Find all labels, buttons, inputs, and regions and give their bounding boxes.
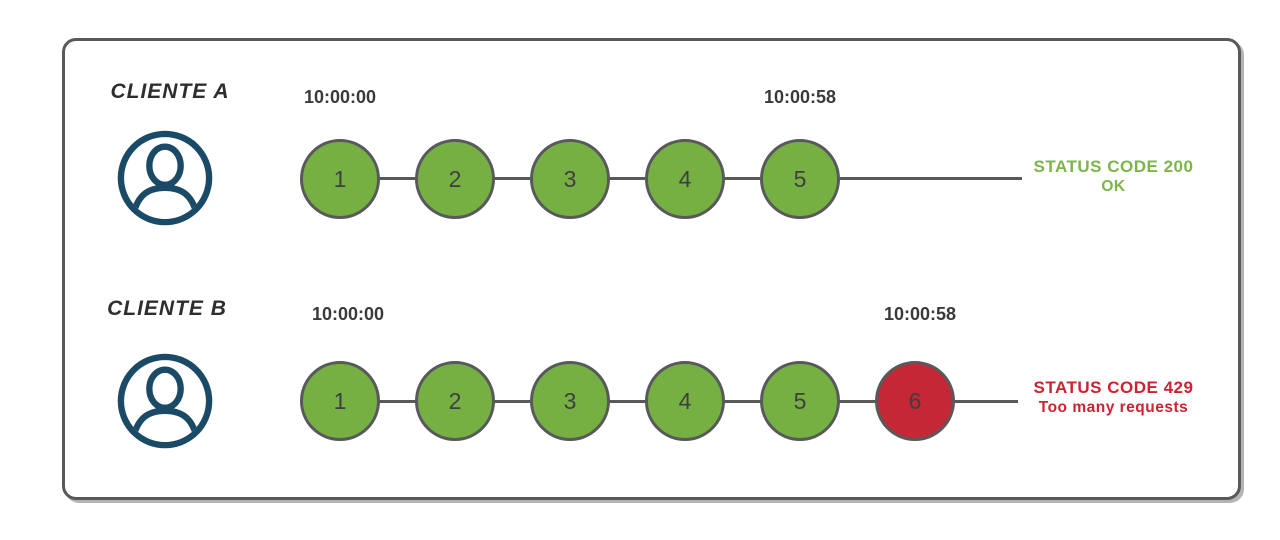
user-avatar-icon bbox=[116, 129, 214, 227]
request-circle-ok: 3 bbox=[530, 361, 610, 441]
client-b-start-time: 10:00:00 bbox=[311, 304, 385, 324]
status-code-200: STATUS CODE 200 OK bbox=[1026, 157, 1201, 196]
request-circle-ok: 2 bbox=[415, 139, 495, 219]
request-circle-ok: 5 bbox=[760, 361, 840, 441]
client-b-end-time: 10:00:58 bbox=[883, 304, 957, 324]
request-circle-ok: 2 bbox=[415, 361, 495, 441]
request-circle-ok: 3 bbox=[530, 139, 610, 219]
client-b-label: CLIENTE B bbox=[107, 297, 227, 320]
request-circle-blocked: 6 bbox=[875, 361, 955, 441]
user-avatar-icon bbox=[116, 352, 214, 450]
request-circle-ok: 5 bbox=[760, 139, 840, 219]
status-line-2: OK bbox=[1101, 178, 1126, 195]
client-a-label: CLIENTE A bbox=[110, 80, 230, 103]
status-line-1: STATUS CODE 429 bbox=[1033, 378, 1194, 397]
request-circle-ok: 4 bbox=[645, 361, 725, 441]
client-a-end-time: 10:00:58 bbox=[763, 87, 837, 107]
status-line-2: Too many requests bbox=[1038, 399, 1189, 416]
request-circle-ok: 1 bbox=[300, 139, 380, 219]
status-code-429: STATUS CODE 429 Too many requests bbox=[1026, 378, 1201, 417]
request-circle-ok: 4 bbox=[645, 139, 725, 219]
client-a-start-time: 10:00:00 bbox=[303, 87, 377, 107]
request-circle-ok: 1 bbox=[300, 361, 380, 441]
status-line-1: STATUS CODE 200 bbox=[1033, 157, 1194, 176]
